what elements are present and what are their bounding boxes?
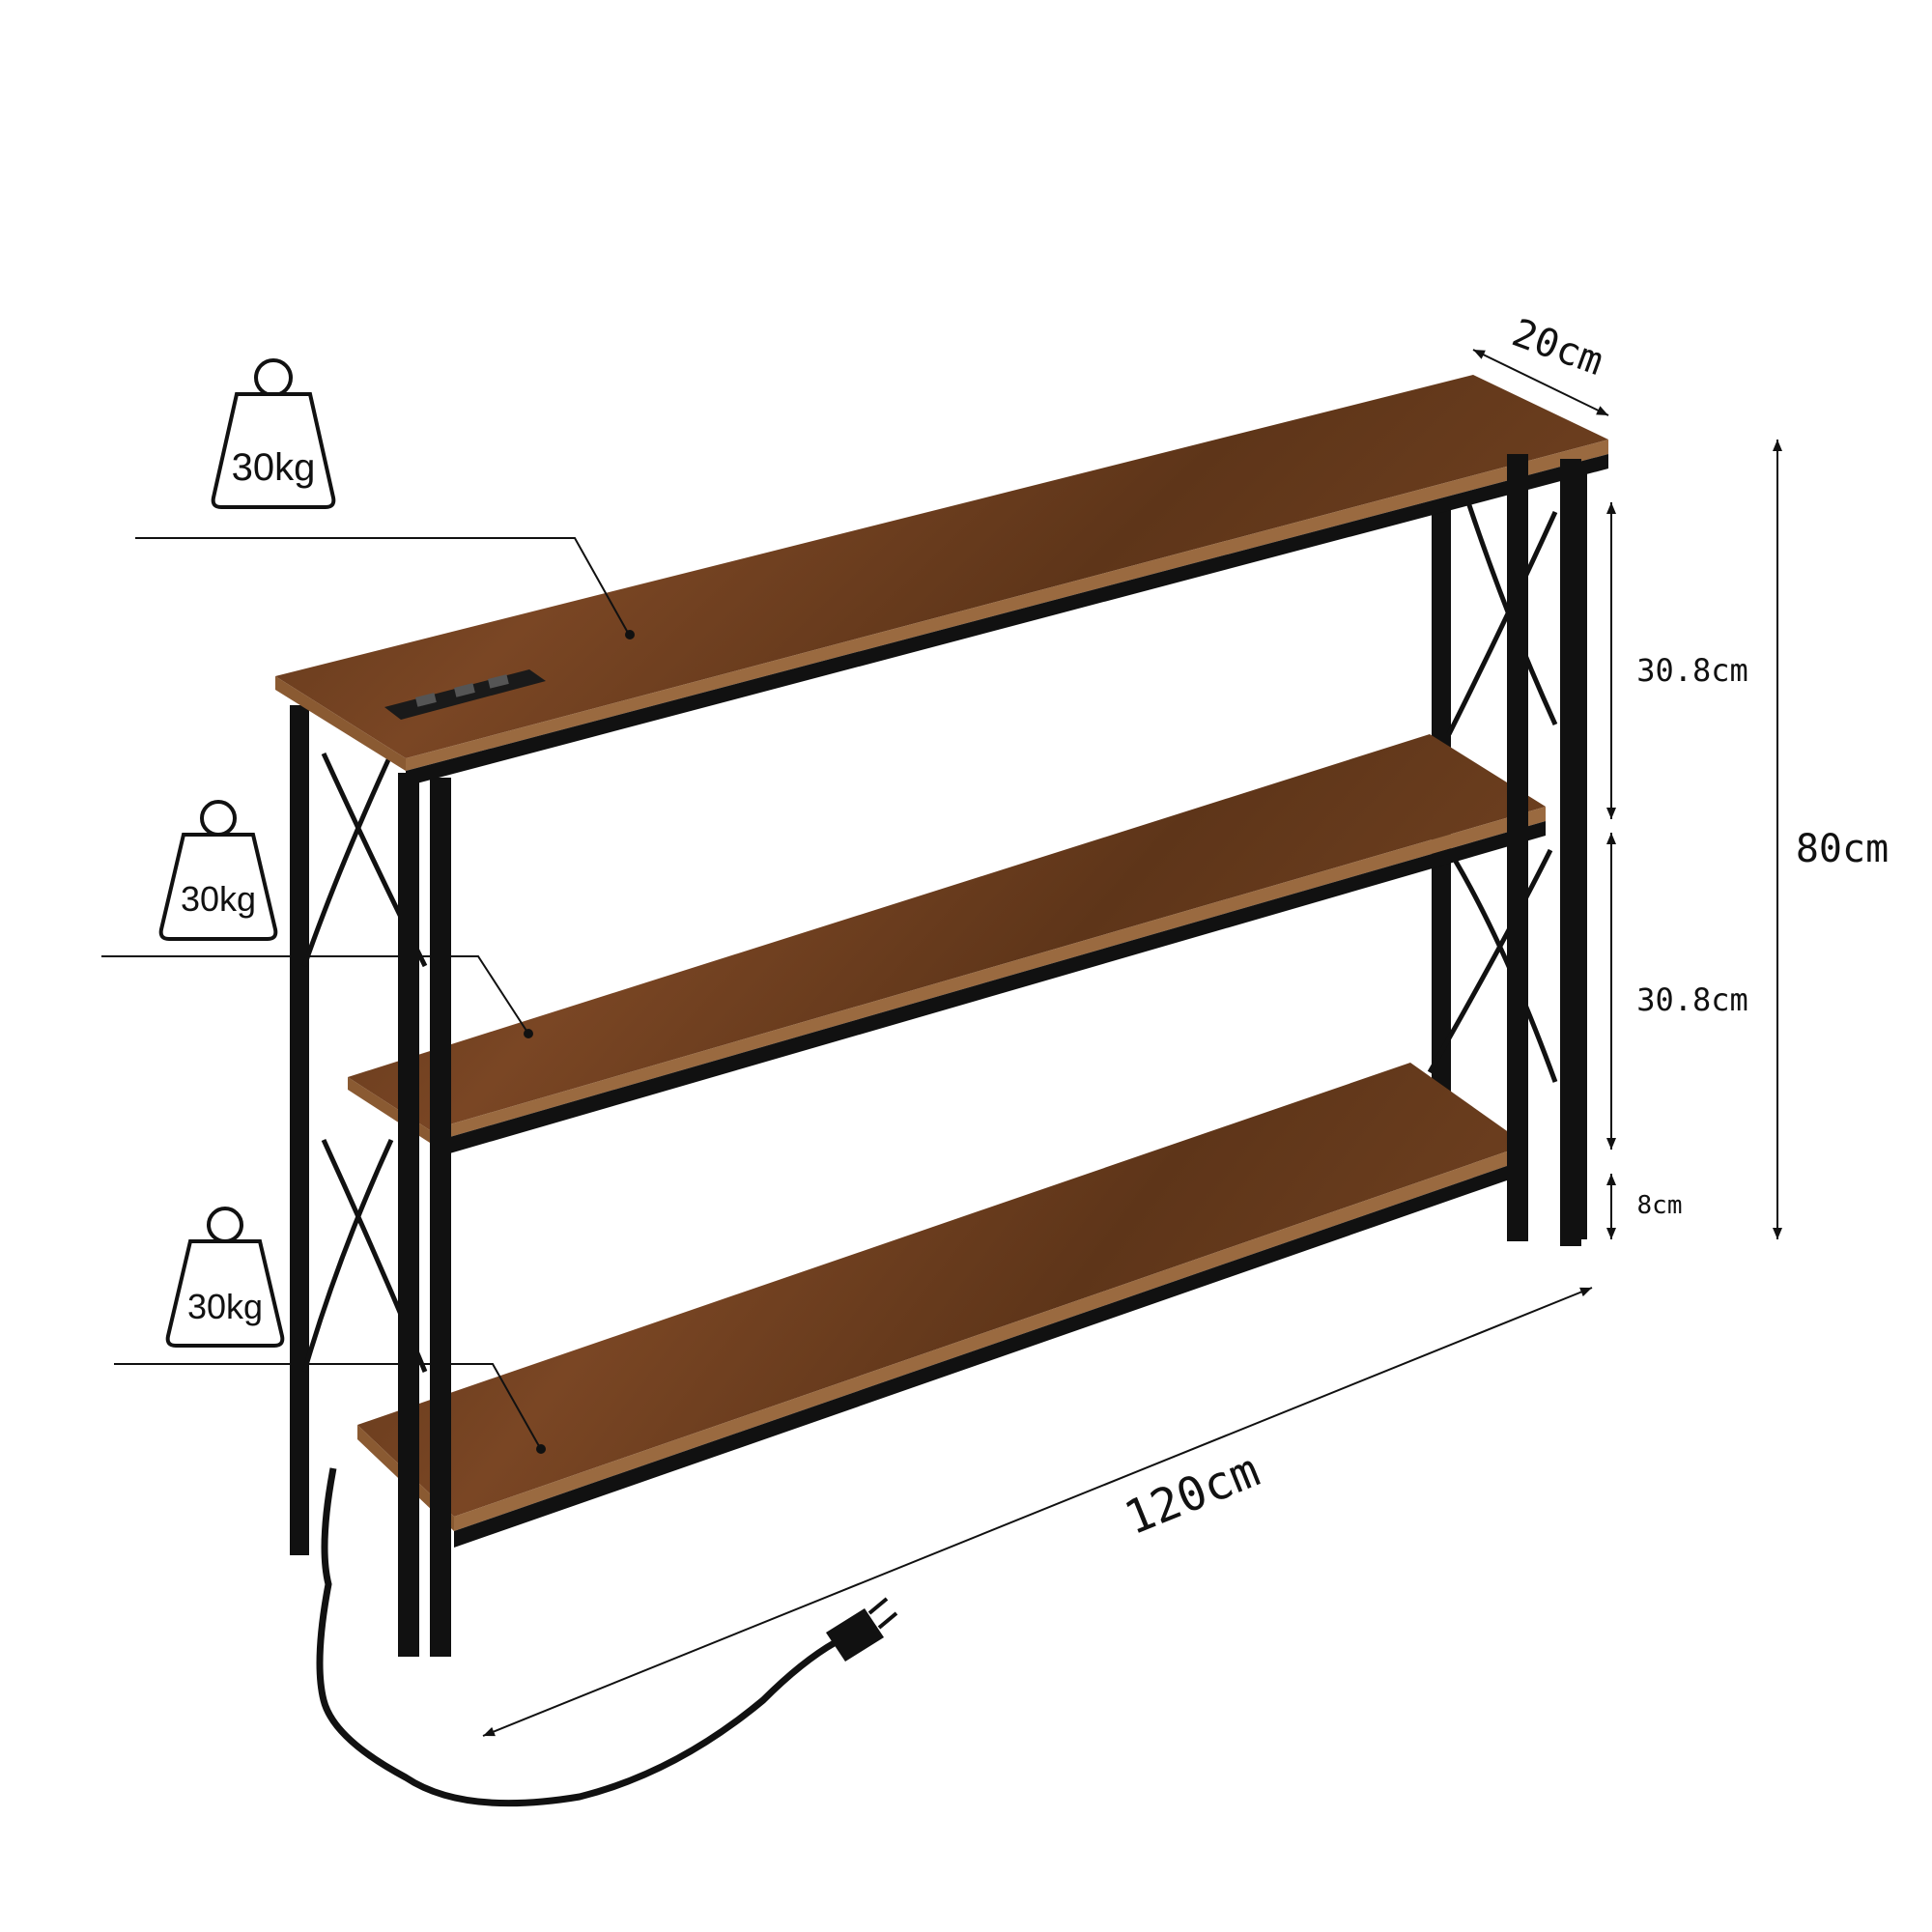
power-strip [384,669,546,720]
front-legs [398,454,1581,1657]
power-cord [316,1467,838,1807]
height-label: 80cm [1796,827,1889,871]
top-gap-dimension: 30.8cm [1606,502,1748,819]
middle-shelf [348,734,1546,1159]
bottom-clearance-dimension: 8cm [1606,1174,1683,1239]
weight-label-bottom: 30kg [187,1287,263,1326]
weight-callout-middle: 30kg [101,800,533,1038]
middle-gap-dimension: 30.8cm [1606,833,1748,1150]
plug-icon [826,1597,898,1662]
weight-label-middle: 30kg [181,879,256,919]
weight-callout-bottom: 30kg [114,1207,546,1454]
weight-label-top: 30kg [232,446,316,489]
bottom-shelf [357,1063,1526,1548]
top-shelf [275,375,1608,786]
weight-callout-top: 30kg [135,358,635,639]
bottom-clearance-label: 8cm [1637,1191,1683,1220]
top-gap-label: 30.8cm [1636,652,1748,689]
middle-gap-label: 30.8cm [1636,981,1748,1018]
width-label: 120cm [1118,1443,1267,1546]
height-dimension: 80cm [1773,440,1889,1239]
